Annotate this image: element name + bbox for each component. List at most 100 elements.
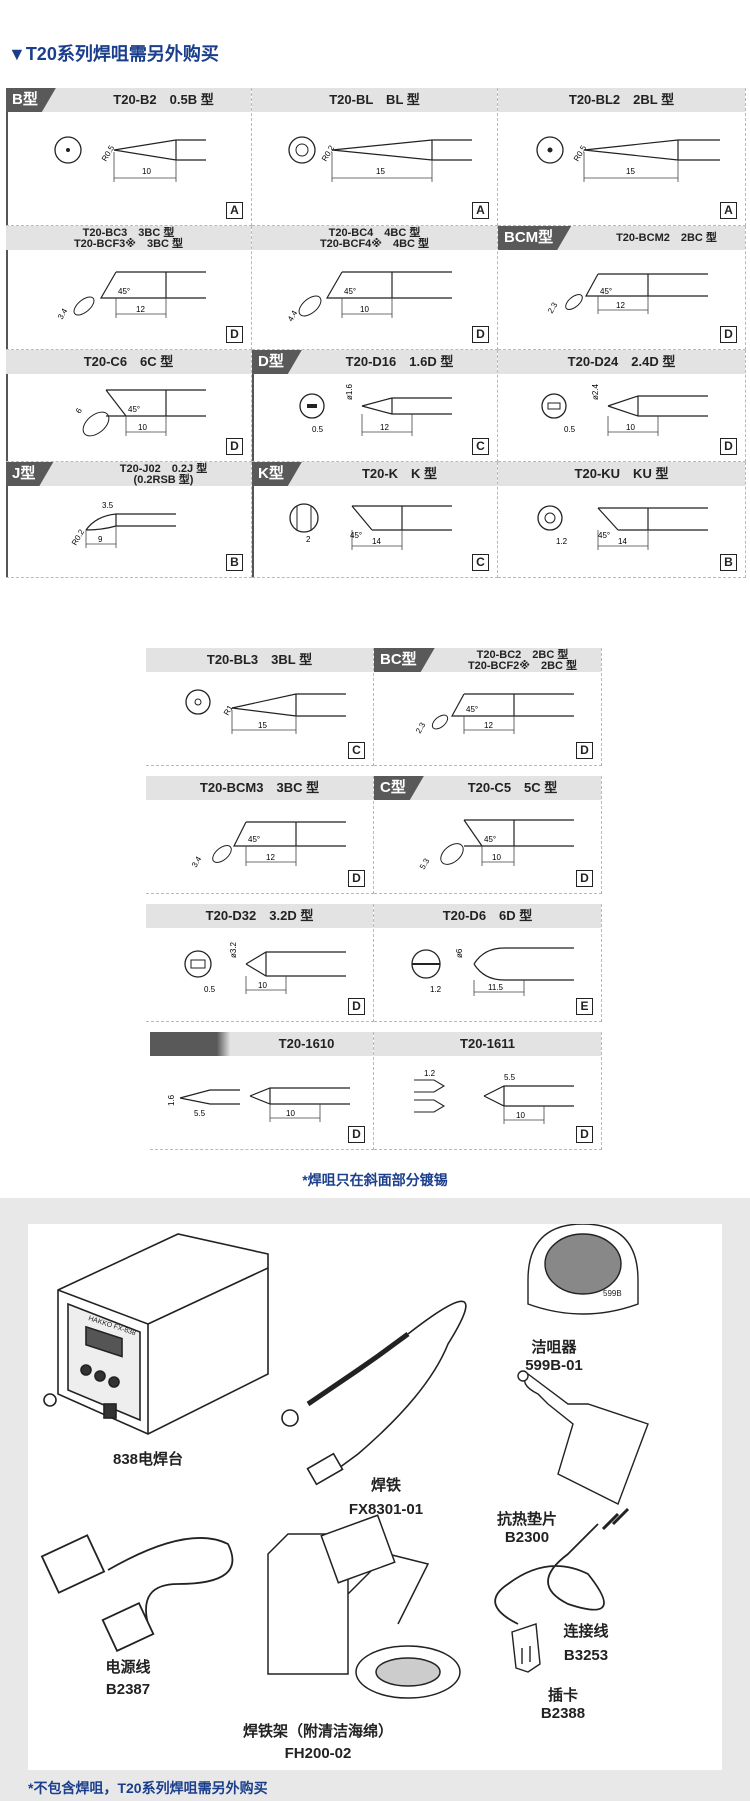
svg-text:ø6: ø6 [455, 948, 464, 958]
plating-letter: D [226, 438, 243, 455]
tip-model: T20-D6 6D 型 [374, 904, 601, 928]
type-tab: J型 [6, 462, 53, 486]
svg-text:15: 15 [258, 721, 267, 730]
svg-text:1.2: 1.2 [424, 1069, 436, 1078]
svg-text:6: 6 [74, 406, 84, 415]
tip-model: T20-BL BL 型 [252, 88, 497, 112]
tip-panel-d32: T20-D32 3.2D 型 10 0.5 ø3.2 D [146, 904, 374, 1022]
svg-text:10: 10 [492, 853, 501, 862]
svg-text:11.5: 11.5 [488, 983, 504, 992]
svg-text:45°: 45° [118, 287, 130, 296]
kit-illustration: HAKKO FX-838 599B [40, 1224, 649, 1699]
tip-drawing: 11.5 1.2 ø6 [411, 947, 574, 996]
svg-text:14: 14 [618, 537, 627, 546]
card-illustration [511, 1623, 541, 1673]
svg-text:10: 10 [142, 167, 151, 176]
svg-text:10: 10 [258, 981, 267, 990]
iron-illustration [281, 1300, 467, 1486]
svg-text:9: 9 [98, 535, 103, 544]
tip-drawing: 100.5ø2.4 [541, 383, 708, 436]
svg-text:12: 12 [266, 853, 275, 862]
svg-text:ø3.2: ø3.2 [229, 941, 238, 958]
svg-text:2.3: 2.3 [546, 300, 560, 315]
plating-letter: D [576, 742, 593, 759]
svg-text:45°: 45° [598, 531, 610, 540]
svg-text:5.5: 5.5 [504, 1073, 516, 1082]
svg-text:0.5: 0.5 [564, 425, 576, 434]
svg-text:45°: 45° [248, 835, 260, 844]
panel-edge [6, 350, 8, 461]
svg-text:45°: 45° [128, 405, 140, 414]
holder-label: 焊铁架（附清洁海绵）FH200-02 [242, 1723, 393, 1762]
svg-text:45°: 45° [466, 705, 478, 714]
plating-letter: D [720, 326, 737, 343]
svg-text:0.5: 0.5 [204, 985, 216, 994]
type-tab: BCM型 [498, 226, 571, 250]
svg-text:ø2.4: ø2.4 [591, 383, 600, 400]
kit-panel: HAKKO FX-838 599B [28, 1224, 722, 1770]
svg-text:45°: 45° [600, 287, 612, 296]
tip-drawing: 12 45° 2.3 [546, 273, 708, 315]
svg-text:12: 12 [616, 301, 625, 310]
svg-text:R1: R1 [222, 703, 235, 717]
plating-letter: D [720, 438, 737, 455]
tip-model: T20-C6 6C 型 [6, 350, 251, 374]
svg-text:5.5: 5.5 [194, 1109, 206, 1118]
tip-model: T20-BL2 2BL 型 [498, 88, 745, 112]
plating-letter: D [226, 326, 243, 343]
svg-text:15: 15 [626, 167, 635, 176]
panel-edge [6, 226, 8, 349]
tip-model: T20-D24 2.4D 型 [498, 350, 745, 374]
panel-edge [252, 350, 254, 461]
page-title: ▼T20系列焊咀需另外购买 [8, 44, 219, 64]
svg-text:14: 14 [372, 537, 381, 546]
plating-letter: D [348, 870, 365, 887]
svg-text:1.6: 1.6 [167, 1094, 176, 1106]
svg-text:1.2: 1.2 [430, 985, 442, 994]
plating-letter: A [226, 202, 243, 219]
kit-contents: HAKKO FX-838 599B [0, 1198, 750, 1801]
pad-illustration [517, 1370, 649, 1505]
svg-text:R0.2: R0.2 [320, 143, 337, 163]
bottom-note: *不包含焊咀，T20系列焊咀需另外购买 [28, 1780, 268, 1796]
station-label: 838电焊台 [112, 1451, 184, 1468]
svg-text:1.2: 1.2 [556, 537, 568, 546]
svg-text:3.4: 3.4 [56, 306, 70, 321]
tip-model: T20-D32 3.2D 型 [146, 904, 373, 928]
svg-text:2: 2 [306, 535, 311, 544]
svg-text:10: 10 [286, 1109, 295, 1118]
tip-drawing: 10 5.5 1.6 [167, 1087, 350, 1122]
holder-illustration [267, 1514, 461, 1699]
tip-drawing: 14 45° 1.2 [537, 505, 708, 550]
svg-text:12: 12 [380, 423, 389, 432]
tip-drawing: 120.5ø1.6 [299, 383, 452, 436]
plating-letter: D [348, 998, 365, 1015]
panel-edge [6, 462, 8, 577]
svg-text:10: 10 [360, 305, 369, 314]
panel-edge [6, 88, 8, 225]
plating-letter: E [576, 998, 593, 1015]
